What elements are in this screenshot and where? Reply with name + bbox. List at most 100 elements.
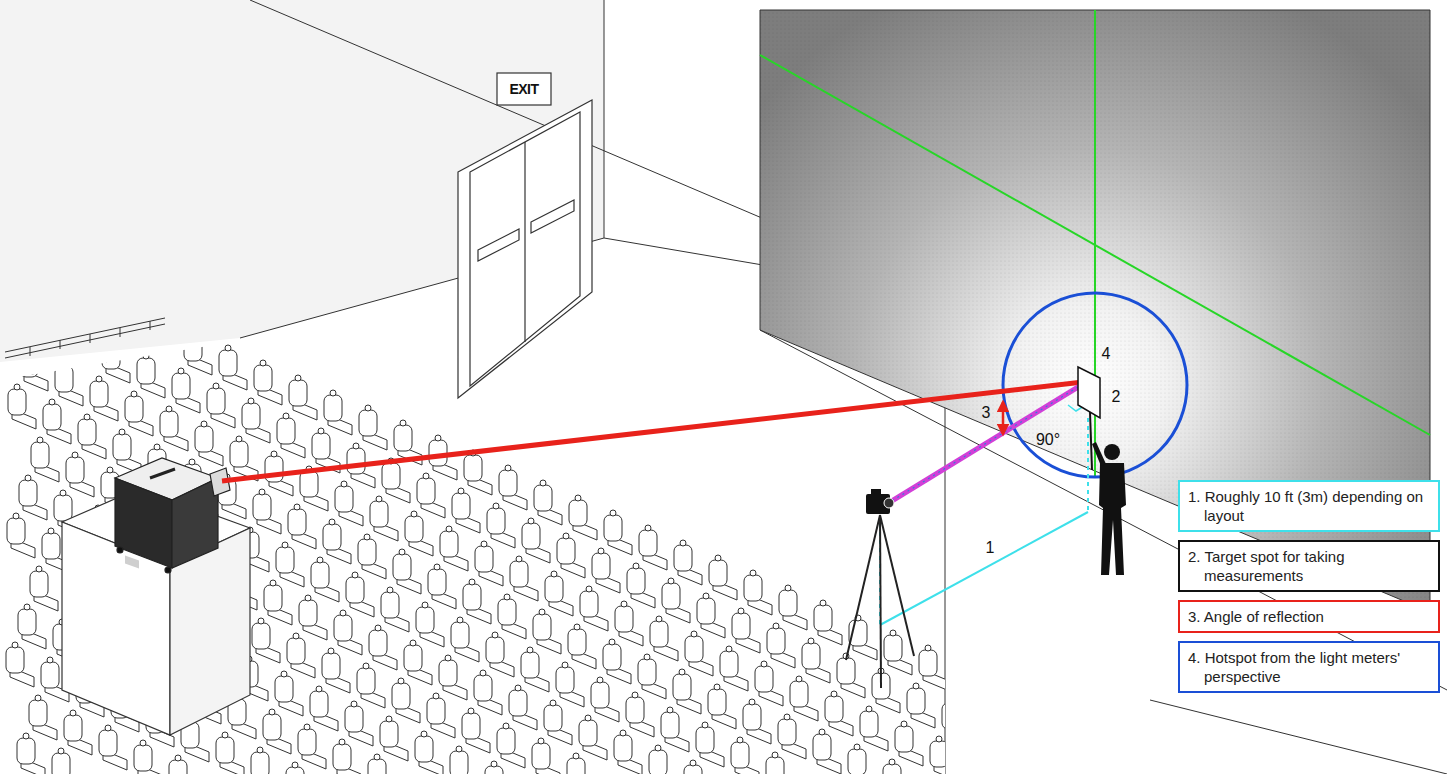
seat xyxy=(790,676,818,721)
seat-part xyxy=(772,752,778,758)
seat-part xyxy=(25,475,31,481)
seat-part xyxy=(48,528,54,534)
seat-part xyxy=(499,470,517,496)
seat xyxy=(263,709,291,754)
stairs-part xyxy=(60,340,61,349)
seat-part xyxy=(452,493,470,519)
seat-part xyxy=(364,534,370,540)
seat-part xyxy=(639,530,657,556)
seat xyxy=(99,725,127,770)
seat xyxy=(684,760,712,774)
seat-part xyxy=(614,735,632,761)
seat xyxy=(310,686,338,731)
seat-part xyxy=(172,373,190,399)
seat-part xyxy=(216,737,234,763)
seat-part xyxy=(942,703,960,729)
seat-part xyxy=(737,737,743,743)
exit-door-part xyxy=(531,200,574,233)
seat xyxy=(102,338,130,383)
seat xyxy=(942,698,970,743)
seat-part xyxy=(312,433,330,459)
seat-part xyxy=(690,760,696,766)
seat-part xyxy=(556,667,574,693)
seat xyxy=(557,533,585,578)
seat-part xyxy=(854,744,860,750)
seat-part xyxy=(347,448,365,474)
seat-part xyxy=(597,677,603,683)
seat-part xyxy=(49,399,55,405)
seat xyxy=(534,480,562,525)
seat-part xyxy=(318,428,324,434)
seat xyxy=(872,668,900,713)
seat-part xyxy=(802,643,820,669)
seat-part xyxy=(271,451,277,457)
seat-part xyxy=(236,436,242,442)
seat-part xyxy=(493,503,499,509)
seat-part xyxy=(551,571,557,577)
seat-part xyxy=(368,759,386,774)
seat-part xyxy=(295,375,301,381)
seat-part xyxy=(47,657,53,663)
seat-part xyxy=(750,570,756,576)
room-walls-part xyxy=(604,0,605,238)
seat xyxy=(169,755,197,774)
seat-part xyxy=(131,391,137,397)
seat xyxy=(662,578,690,623)
seat-part xyxy=(61,361,67,367)
seat xyxy=(52,748,80,774)
seat-part xyxy=(264,585,282,611)
seat-part xyxy=(60,490,66,496)
seat-part xyxy=(755,666,773,692)
seat xyxy=(766,752,794,774)
seat-part xyxy=(270,580,276,586)
beams-part xyxy=(882,384,1083,507)
seat xyxy=(464,450,492,495)
seat xyxy=(380,716,408,761)
person-with-target-part xyxy=(1099,463,1126,575)
seat-part xyxy=(522,523,540,549)
seat-part xyxy=(7,518,25,544)
key-text: 4. Hotspot from the light meters' perspe… xyxy=(1204,648,1430,686)
meter-sightline xyxy=(882,384,1083,507)
seat xyxy=(510,556,538,601)
seat-part xyxy=(324,395,342,421)
seat-part xyxy=(779,590,797,616)
seat xyxy=(579,715,607,760)
seat-part xyxy=(509,690,527,716)
seat-part xyxy=(353,443,359,449)
seat-part xyxy=(207,388,225,414)
seat-part xyxy=(201,421,207,427)
seat xyxy=(20,346,48,391)
seat xyxy=(650,616,678,661)
seat xyxy=(450,746,478,774)
seat-part xyxy=(474,675,492,701)
seat xyxy=(720,646,748,691)
seat-part xyxy=(363,663,369,669)
seat-part xyxy=(422,602,428,608)
person-with-target-part xyxy=(1092,442,1106,466)
seat-part xyxy=(252,623,270,649)
seat-part xyxy=(936,736,942,742)
seat-part xyxy=(166,406,172,412)
seat-part xyxy=(281,671,287,677)
seat-part xyxy=(848,749,866,774)
seat-part xyxy=(18,609,36,635)
seat-part xyxy=(64,715,82,741)
projector-beam xyxy=(222,382,1083,481)
light-meter-tripod-part xyxy=(846,515,880,660)
exit-door xyxy=(458,73,592,398)
seat-part xyxy=(428,569,446,595)
seat-part xyxy=(889,759,895,765)
seat xyxy=(639,525,667,570)
seat xyxy=(417,473,445,518)
seat-part xyxy=(36,566,42,572)
seat xyxy=(907,683,935,728)
seat-part xyxy=(415,736,433,762)
seat-part xyxy=(598,548,604,554)
seat xyxy=(661,707,689,752)
seat-part xyxy=(219,350,237,376)
seat xyxy=(252,618,280,663)
seat-part xyxy=(557,538,575,564)
seat-part xyxy=(778,719,796,745)
seat xyxy=(499,465,527,510)
